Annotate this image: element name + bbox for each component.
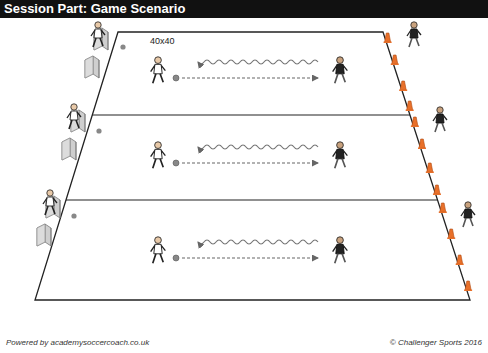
cone-marker — [464, 281, 472, 291]
pass-arrow — [182, 257, 318, 258]
dribble-arrow — [198, 240, 318, 244]
small-goal — [62, 138, 76, 160]
cone-marker — [456, 255, 464, 265]
cone-marker — [391, 55, 399, 65]
ball — [96, 128, 101, 133]
dribble-arrow — [198, 145, 318, 149]
dark-player — [333, 237, 348, 263]
small-goal — [37, 224, 51, 246]
pitch-dimension: 40x40 — [150, 36, 175, 46]
cone-marker — [447, 229, 455, 239]
small-goal — [85, 56, 99, 78]
white-player — [151, 237, 166, 263]
goalkeeper — [43, 190, 57, 215]
dark-player — [333, 142, 348, 168]
ball — [173, 255, 179, 261]
credit-note: Powered by academysoccercoach.co.uk — [6, 338, 149, 347]
cone-marker — [426, 163, 434, 173]
white-player — [151, 57, 166, 83]
cone-marker — [384, 33, 392, 43]
ball — [120, 44, 125, 49]
cone-marker — [399, 81, 407, 91]
goalkeeper — [91, 22, 105, 47]
ball — [173, 75, 179, 81]
ball — [71, 213, 76, 218]
waiting-player — [407, 22, 421, 47]
session-title: Session Part: Game Scenario — [4, 1, 185, 17]
white-player — [151, 142, 166, 168]
cone-marker — [406, 101, 414, 111]
waiting-player — [433, 107, 447, 132]
ball — [173, 160, 179, 166]
dribble-arrow — [198, 60, 318, 64]
copyright-note: © Challenger Sports 2016 — [390, 338, 482, 347]
goalkeeper — [67, 104, 81, 129]
cone-marker — [418, 139, 426, 149]
dark-player — [333, 57, 348, 83]
cone-marker — [433, 185, 441, 195]
cone-marker — [439, 203, 447, 213]
waiting-player — [461, 202, 475, 227]
pass-arrow — [182, 162, 318, 163]
cone-marker — [411, 117, 419, 127]
pass-arrow — [182, 77, 318, 78]
